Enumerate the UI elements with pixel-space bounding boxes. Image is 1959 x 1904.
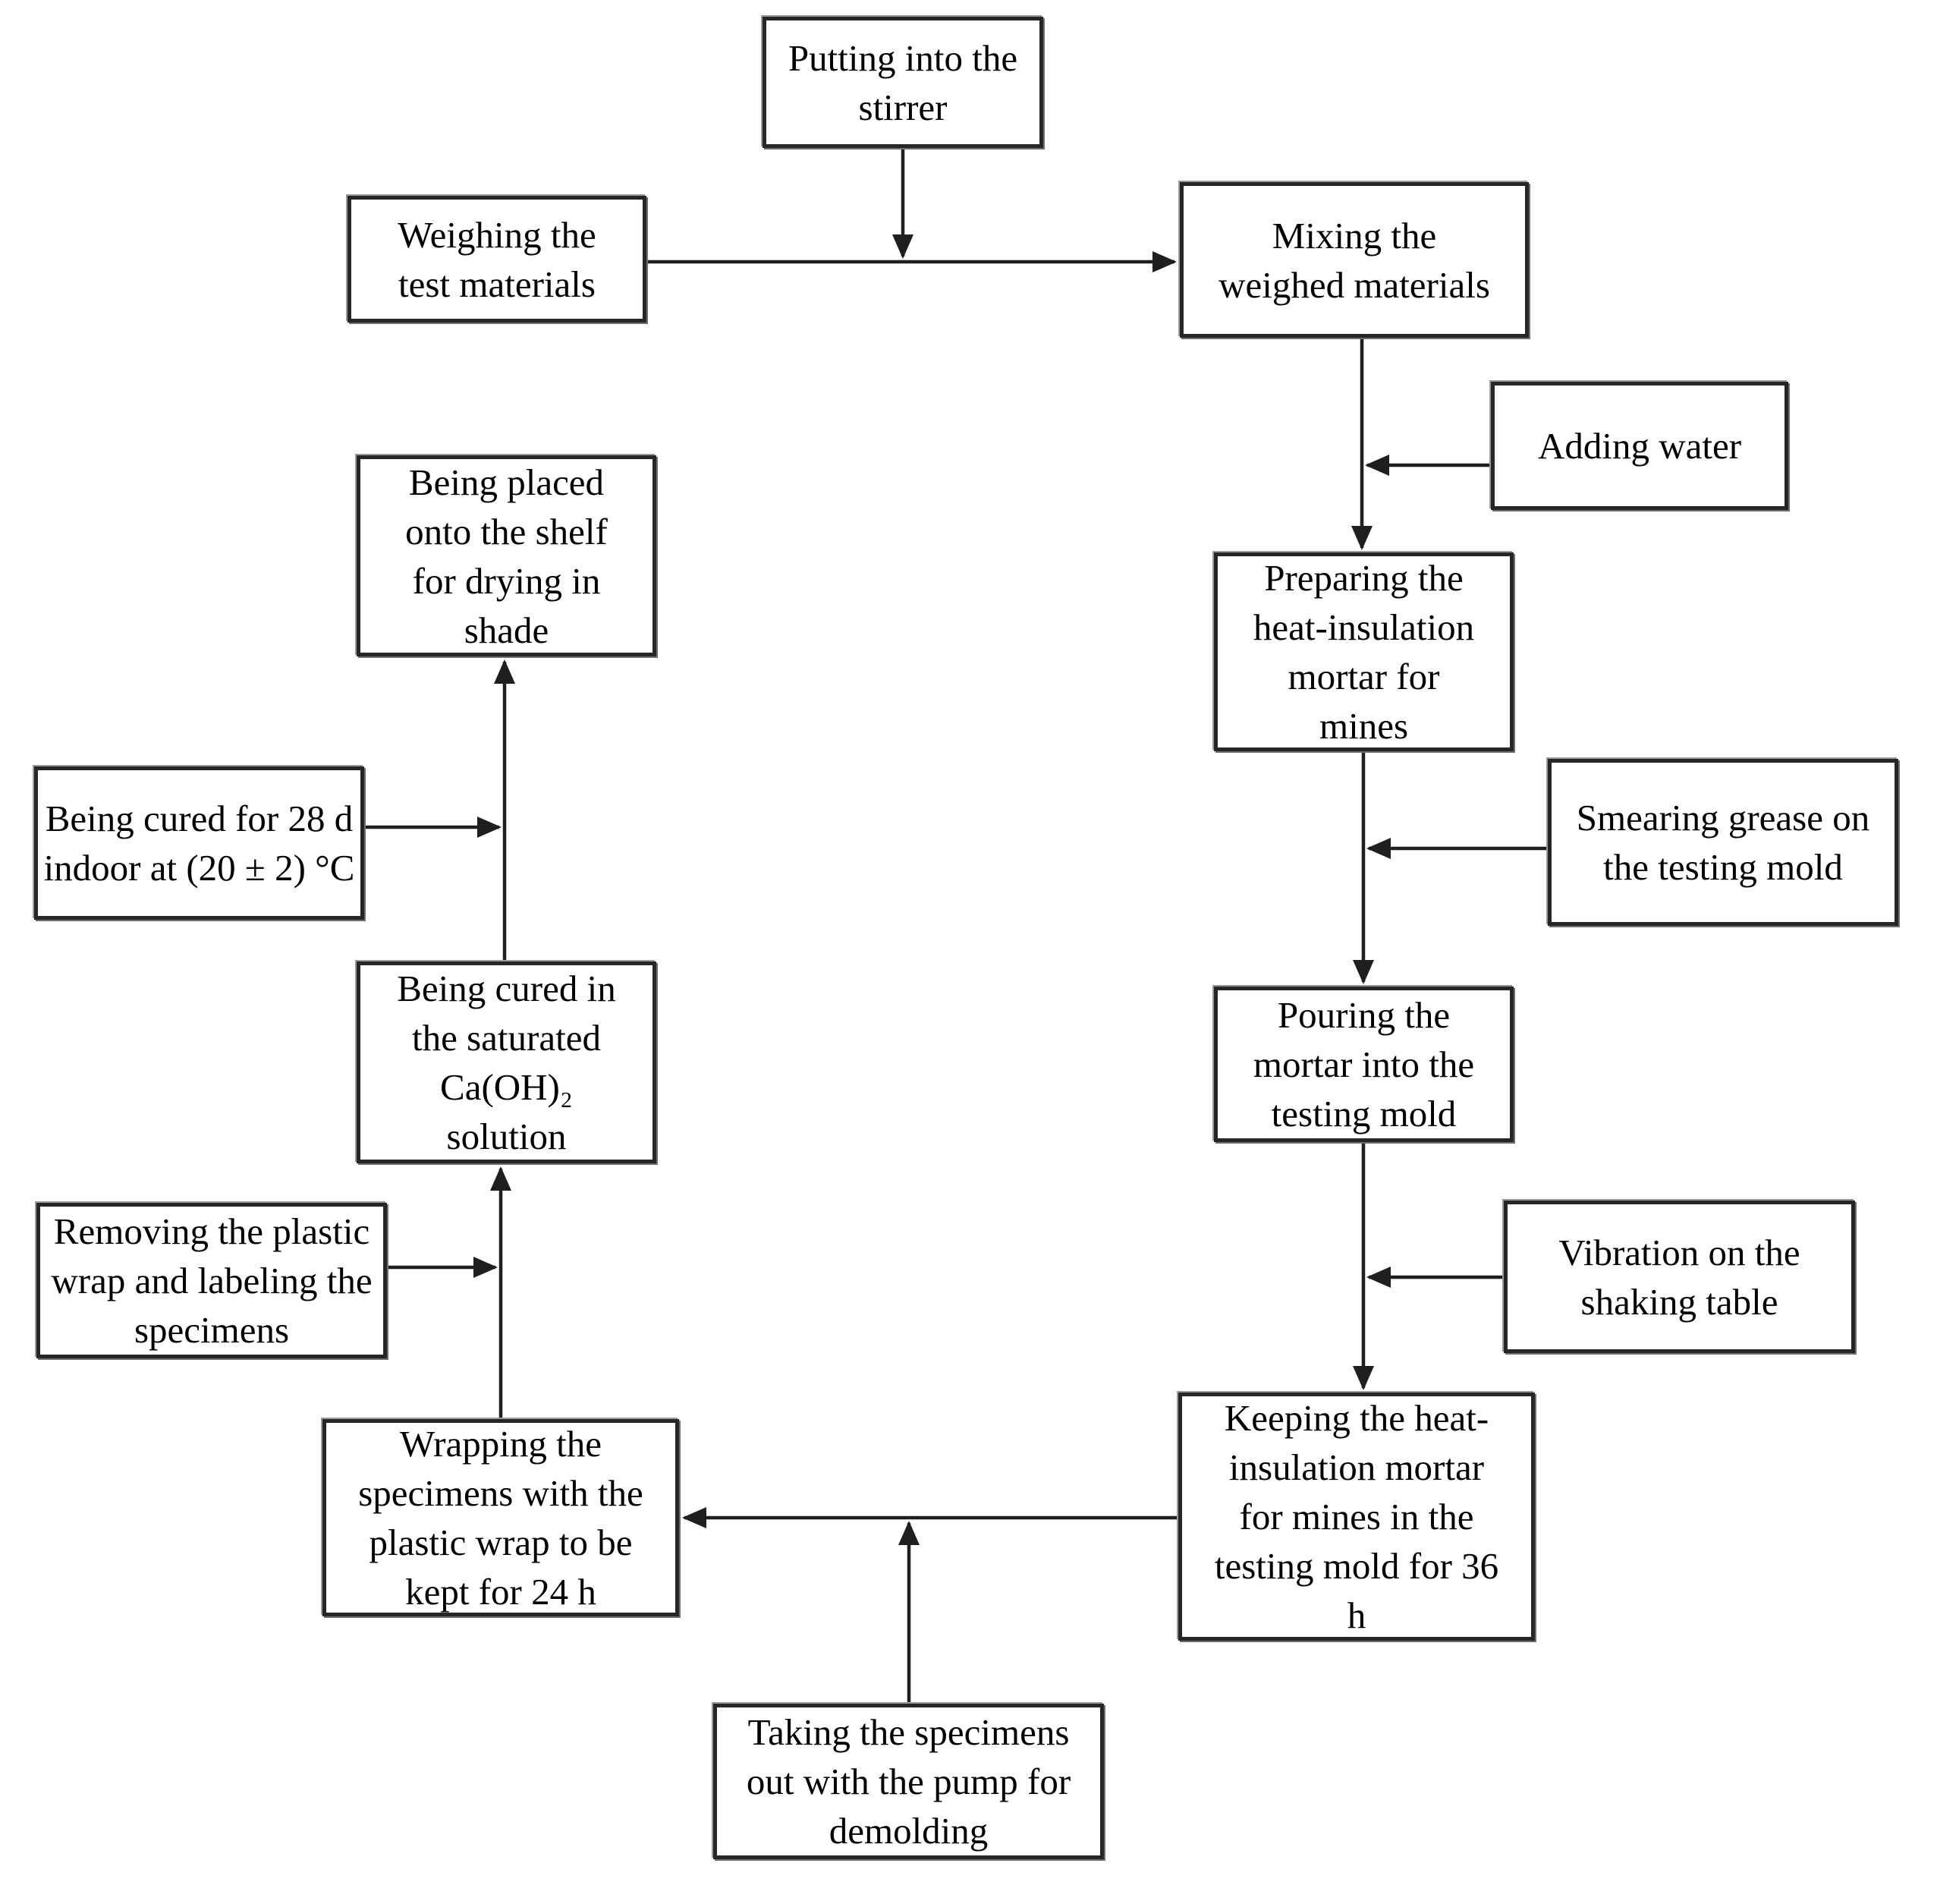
node-wrapping-label: Wrapping the specimens with the plastic … xyxy=(358,1423,643,1613)
node-weighing-test-materials: Weighing the test materials xyxy=(347,196,646,323)
node-putting-label: Putting into the stirrer xyxy=(788,36,1018,128)
node-preparing-label: Preparing the heat-insulation mortar for… xyxy=(1253,557,1475,747)
node-mixing-weighed-materials: Mixing the weighed materials xyxy=(1180,182,1529,338)
node-taking-label: Taking the specimens out with the pump f… xyxy=(746,1711,1071,1852)
node-removing-plastic-wrap: Removing the plastic wrap and labeling t… xyxy=(36,1203,387,1358)
node-vibration-shaking-table: Vibration on the shaking table xyxy=(1504,1201,1855,1353)
node-cured-28d-indoor: Being cured for 28 d indoor at (20 ± 2) … xyxy=(34,766,364,920)
node-adding-water: Adding water xyxy=(1491,382,1788,510)
node-cured-28d-label: Being cured for 28 d indoor at (20 ± 2) … xyxy=(43,798,355,889)
node-smearing-grease: Smearing grease on the testing mold xyxy=(1548,759,1898,926)
node-removing-label: Removing the plastic wrap and labeling t… xyxy=(51,1210,373,1351)
node-taking-specimens-demolding: Taking the specimens out with the pump f… xyxy=(713,1704,1104,1859)
node-wrapping-specimens: Wrapping the specimens with the plastic … xyxy=(322,1419,679,1616)
node-putting-into-stirrer: Putting into the stirrer xyxy=(763,17,1043,148)
node-pouring-mortar: Pouring the mortar into the testing mold xyxy=(1214,987,1514,1142)
node-vibration-label: Vibration on the shaking table xyxy=(1558,1231,1800,1323)
node-pouring-label: Pouring the mortar into the testing mold xyxy=(1253,994,1475,1135)
node-adding-label: Adding water xyxy=(1537,425,1742,467)
node-placed-label: Being placed onto the shelf for drying i… xyxy=(405,461,608,651)
node-smearing-label: Smearing grease on the testing mold xyxy=(1576,797,1870,888)
node-weighing-label: Weighing the test materials xyxy=(398,213,596,305)
node-keeping-label: Keeping the heat- insulation mortar for … xyxy=(1214,1397,1499,1636)
node-placed-on-shelf-drying: Being placed onto the shelf for drying i… xyxy=(357,455,656,656)
node-keeping-mortar-in-mold: Keeping the heat- insulation mortar for … xyxy=(1178,1393,1535,1641)
node-preparing-heat-insulation-mortar: Preparing the heat-insulation mortar for… xyxy=(1214,552,1514,751)
node-mixing-label: Mixing the weighed materials xyxy=(1218,214,1490,306)
node-cured-in-caoh2-solution: Being cured in the saturated Ca(OH)₂ sol… xyxy=(357,961,656,1163)
node-cured-caoh-label: Being cured in the saturated Ca(OH)₂ sol… xyxy=(397,968,616,1157)
